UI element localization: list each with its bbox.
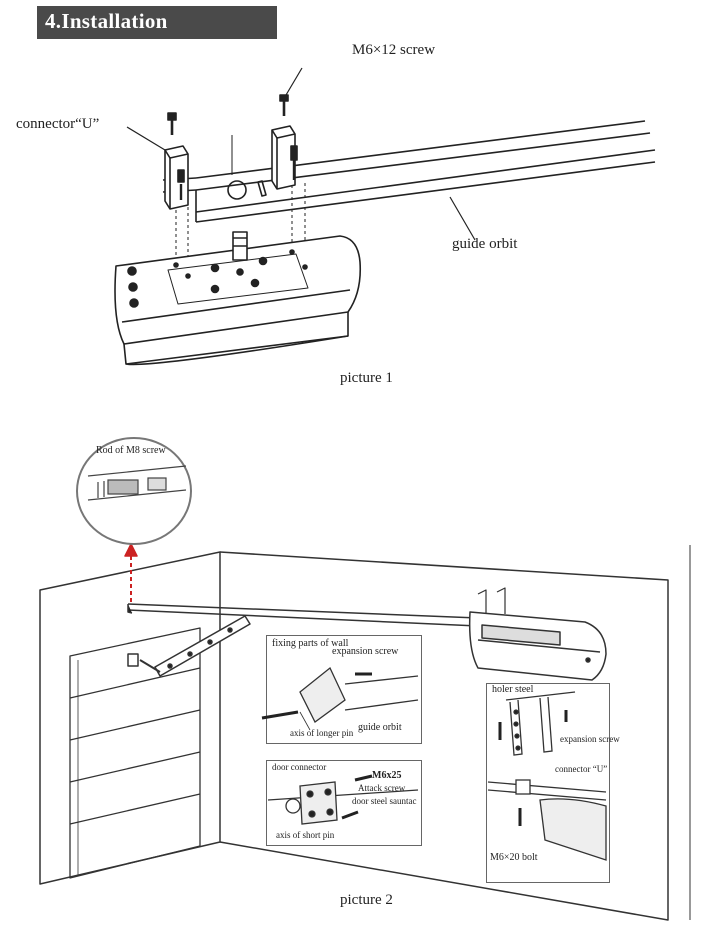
inset-door-connector — [266, 760, 422, 846]
picture2-caption: picture 2 — [340, 892, 393, 908]
label-guide-orbit-inset: guide orbit — [358, 722, 402, 733]
label-connector-u: connector“U” — [16, 116, 100, 132]
label-connector-u-hole: connector “U” — [555, 764, 608, 774]
label-expansion-screw: expansion screw — [332, 646, 399, 657]
label-rod-m8: Rod of M8 screw — [96, 445, 166, 456]
label-axis-short-pin: axis of short pin — [276, 830, 335, 840]
motor-unit-drawing — [114, 231, 362, 366]
door-arm — [127, 615, 251, 677]
opener-motor — [468, 587, 607, 681]
rail-long — [127, 603, 479, 627]
garage-door — [69, 627, 201, 879]
inset-wall-fixing — [266, 635, 422, 744]
label-fixing-wall: fixing parts of wall — [272, 638, 349, 649]
label-axis-longer-pin: axis of longer pin — [290, 728, 354, 738]
label-door-connector: door connector — [272, 762, 327, 772]
label-holer-steel: holer steel — [492, 684, 534, 695]
label-m6x25: M6x25 — [372, 770, 402, 781]
m6-screws — [167, 67, 303, 135]
label-expansion-screw-hole: expansion screw — [560, 734, 620, 744]
label-m6x20-bolt: M6×20 bolt — [490, 852, 538, 863]
section-header-bar — [37, 6, 277, 39]
label-guide-orbit: guide orbit — [452, 236, 518, 252]
connector-u-left — [164, 145, 189, 210]
connector-u-right — [271, 125, 298, 190]
label-door-steel: door steel sauntac — [352, 796, 417, 806]
garage-walls — [39, 545, 691, 921]
label-attack-screw: Attack screw — [358, 783, 406, 793]
section-title: 4.Installation — [45, 9, 168, 33]
picture1-caption: picture 1 — [340, 370, 393, 386]
label-m6-screw: M6×12 screw — [352, 42, 436, 58]
